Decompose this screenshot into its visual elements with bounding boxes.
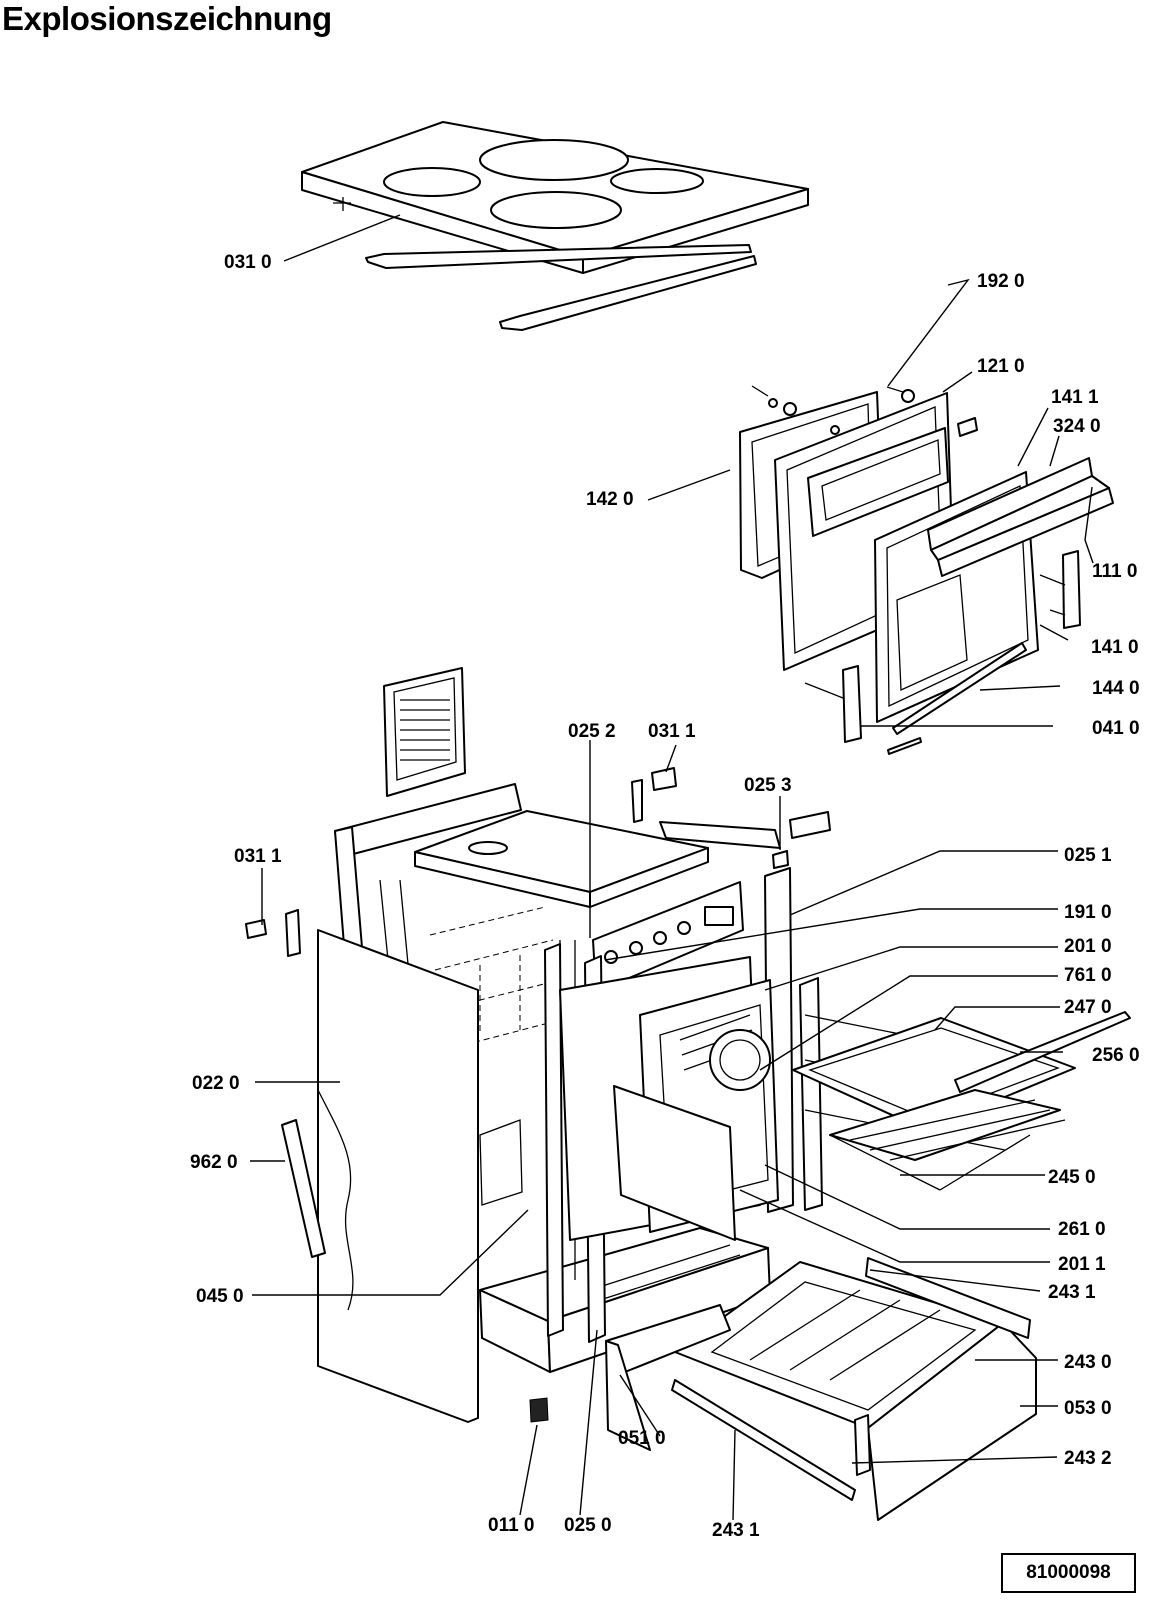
door-hinge-parts: [804, 550, 1081, 755]
part-label: 142 0: [586, 489, 634, 510]
part-label: 243 1: [712, 1520, 760, 1541]
leader-lines: [250, 214, 1094, 1521]
part-label: 144 0: [1092, 678, 1140, 699]
part-label: 191 0: [1064, 902, 1112, 923]
part-label: 031 1: [648, 721, 696, 742]
part-label: 025 0: [564, 1515, 612, 1536]
part-label: 761 0: [1064, 965, 1112, 986]
oven-cavity-part: [559, 956, 779, 1241]
side-panel-part: [317, 929, 479, 1423]
part-label: 324 0: [1053, 416, 1101, 437]
part-label: 041 0: [1092, 718, 1140, 739]
door-handle-part: [927, 457, 1114, 577]
part-label: 256 0: [1092, 1045, 1140, 1066]
part-label: 243 0: [1064, 1352, 1112, 1373]
part-label: 247 0: [1064, 997, 1112, 1018]
part-label: 141 1: [1051, 387, 1099, 408]
part-label: 025 1: [1064, 845, 1112, 866]
part-label: 022 0: [192, 1073, 240, 1094]
drawer-part: [605, 1257, 1037, 1521]
door-screws-part: [751, 385, 978, 437]
part-label: 031 1: [234, 846, 282, 867]
part-label: 121 0: [977, 356, 1025, 377]
part-label: 245 0: [1048, 1167, 1096, 1188]
part-label: 192 0: [977, 271, 1025, 292]
part-labels: 031 0 192 0 121 0 141 1 324 0 142 0 111 …: [190, 252, 1140, 1541]
part-label: 243 2: [1064, 1448, 1112, 1469]
part-label: 051 0: [618, 1428, 666, 1449]
trays-part: [792, 1011, 1131, 1191]
cooktop-part: [301, 121, 809, 274]
part-label: 261 0: [1058, 1219, 1106, 1240]
part-label: 053 0: [1064, 1398, 1112, 1419]
small-parts: [245, 767, 831, 1423]
part-label: 025 2: [568, 721, 616, 742]
part-label: 031 0: [224, 252, 272, 273]
part-label: 011 0: [488, 1515, 535, 1536]
page-title: Explosionszeichnung: [2, 0, 332, 37]
part-label: 201 1: [1058, 1254, 1106, 1275]
cooktop-rails-part: [365, 244, 757, 331]
part-label: 962 0: [190, 1152, 238, 1173]
part-label: 045 0: [196, 1286, 244, 1307]
part-label: 201 0: [1064, 936, 1112, 957]
part-label: 141 0: [1091, 637, 1139, 658]
part-label: 243 1: [1048, 1282, 1096, 1303]
part-label: 025 3: [744, 775, 792, 796]
oven-top-plate-part: [414, 810, 709, 908]
vent-grille-part: [383, 667, 466, 797]
part-label: 111 0: [1092, 561, 1137, 582]
document-number: 81000098: [1001, 1553, 1136, 1593]
